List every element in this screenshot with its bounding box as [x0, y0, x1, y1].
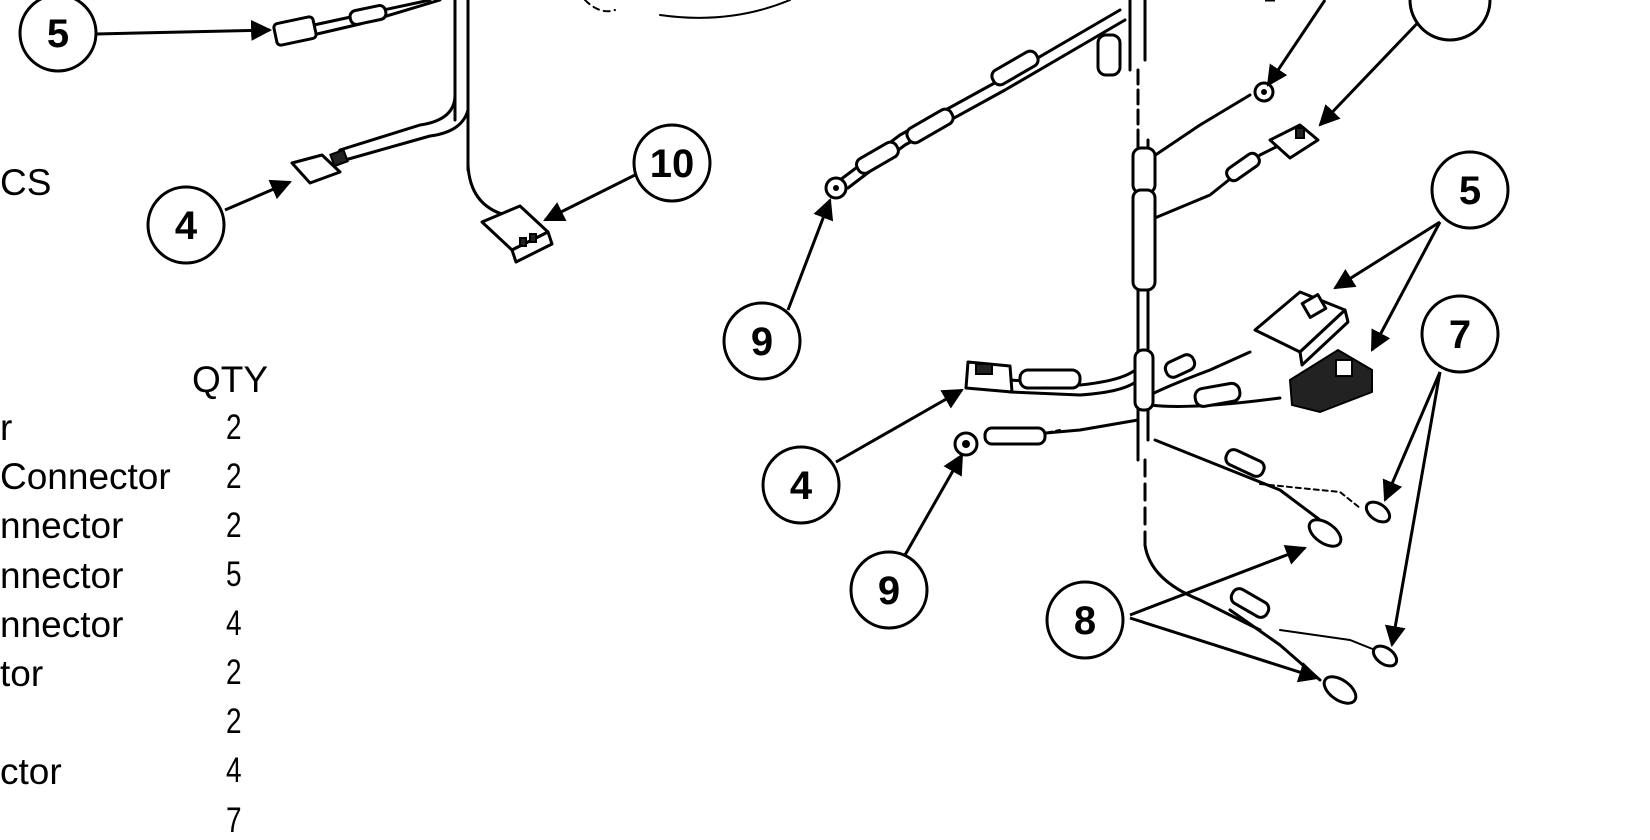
connector-10: [480, 204, 554, 264]
callout-7-label: 7: [1449, 313, 1471, 357]
parts-row-desc: nnector: [0, 505, 124, 546]
parts-row-desc: r: [0, 407, 13, 448]
qty-column-header: QTY: [192, 359, 269, 400]
connector-5-right-upper: [1253, 290, 1350, 367]
parts-row-desc: ctor: [0, 751, 62, 792]
ring-terminal-9-bottom: [953, 431, 979, 457]
callout-9-top-label: 9: [751, 320, 773, 364]
parts-row-desc: nnector: [0, 604, 124, 645]
wiring-harness-diagram: 5 4 10 9 5 7 4 9 8: [18, 0, 1510, 705]
connector-top-right: [1268, 123, 1320, 160]
connector-4-right: [964, 360, 1014, 394]
callout-5-right-label: 5: [1459, 169, 1481, 213]
callout-4-left-label: 4: [175, 204, 198, 248]
callout-4-left[interactable]: 4: [146, 185, 226, 265]
parts-row-qty: 2: [226, 653, 242, 692]
parts-row-qty: 5: [226, 555, 242, 594]
ring-terminal-9-top: [824, 176, 848, 200]
parts-row-qty: 2: [226, 457, 242, 496]
ring-terminal-top-right: [1253, 81, 1275, 103]
callout-10-label: 10: [650, 142, 695, 186]
callout-leaders: [95, 0, 1442, 683]
callout-5-right[interactable]: 5: [1430, 150, 1510, 230]
callout-8[interactable]: 8: [1045, 580, 1125, 660]
callout-7[interactable]: 7: [1420, 294, 1500, 374]
callout-10[interactable]: 10: [632, 123, 712, 203]
connector-5-left: [272, 4, 388, 47]
parts-row-desc: Connector: [0, 456, 171, 497]
callout-cut-top-1: [1408, 0, 1492, 42]
callout-9-bottom[interactable]: 9: [849, 550, 929, 630]
bullet-terminal-8-upper: [1307, 518, 1343, 548]
callout-4-right[interactable]: 4: [761, 445, 841, 525]
callout-9-top[interactable]: 9: [722, 301, 802, 381]
parts-list-header: CS: [0, 162, 52, 203]
parts-row-qty: 2: [226, 702, 242, 741]
callout-4-right-label: 4: [790, 464, 813, 508]
connector-4-left: [290, 148, 349, 185]
left-harness: [298, 0, 791, 217]
parts-row-qty: 2: [226, 506, 242, 545]
bullet-terminal-8-lower: [1322, 675, 1358, 705]
callout-9-bottom-label: 9: [878, 569, 900, 613]
parts-row-desc: nnector: [0, 555, 124, 596]
parts-row-qty: 4: [226, 604, 242, 643]
connector-5-right-lower: [1288, 348, 1373, 414]
callout-8-label: 8: [1074, 599, 1096, 643]
parts-row-qty: 4: [226, 751, 242, 790]
parts-row-desc: tor: [0, 653, 44, 694]
bullet-terminal-7-upper: [1364, 500, 1392, 524]
callout-5-left-label: 5: [47, 12, 69, 56]
bullet-terminal-7-lower: [1371, 644, 1399, 668]
parts-row-qty: 2: [226, 408, 242, 447]
callout-5-left[interactable]: 5: [18, 0, 98, 73]
harness-sleeves: [855, 33, 1271, 619]
